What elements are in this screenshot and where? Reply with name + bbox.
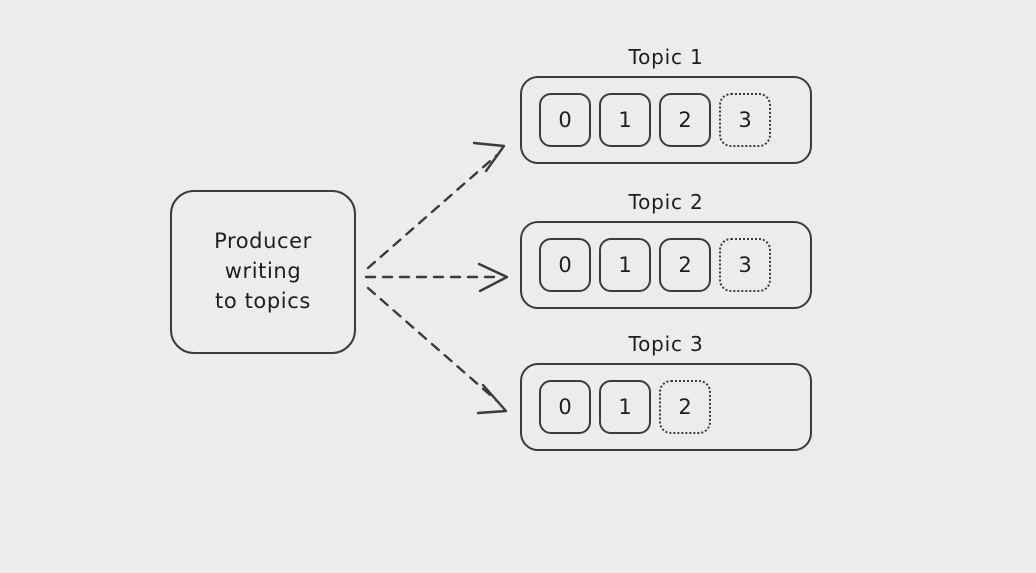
topic-group-1: Topic 1 0 1 2 3 — [520, 45, 812, 164]
partition-box[interactable]: 0 — [539, 380, 591, 434]
partition-box[interactable]: 1 — [599, 380, 651, 434]
topic-group-2: Topic 2 0 1 2 3 — [520, 190, 812, 309]
topic-container-1: 0 1 2 3 — [520, 76, 812, 164]
partition-box-pending[interactable]: 3 — [719, 93, 771, 147]
partition-box[interactable]: 1 — [599, 238, 651, 292]
partition-box[interactable]: 2 — [659, 238, 711, 292]
partition-box[interactable]: 0 — [539, 238, 591, 292]
topic-group-3: Topic 3 0 1 2 — [520, 332, 812, 451]
arrow-producer-to-topic-1 — [366, 141, 506, 270]
producer-label: Producer writing to topics — [214, 229, 312, 313]
topic-label-3: Topic 3 — [628, 332, 704, 356]
arrow-producer-to-topic-2 — [364, 262, 509, 293]
producer-box: Producer writing to topics — [170, 190, 356, 354]
partition-box-pending[interactable]: 2 — [659, 380, 711, 434]
partition-box-pending[interactable]: 3 — [719, 238, 771, 292]
partition-box[interactable]: 0 — [539, 93, 591, 147]
topic-label-1: Topic 1 — [628, 45, 704, 69]
topic-container-3: 0 1 2 — [520, 363, 812, 451]
arrow-producer-to-topic-3 — [366, 286, 508, 415]
partition-box[interactable]: 1 — [599, 93, 651, 147]
topic-label-2: Topic 2 — [628, 190, 704, 214]
partition-box[interactable]: 2 — [659, 93, 711, 147]
topic-container-2: 0 1 2 3 — [520, 221, 812, 309]
